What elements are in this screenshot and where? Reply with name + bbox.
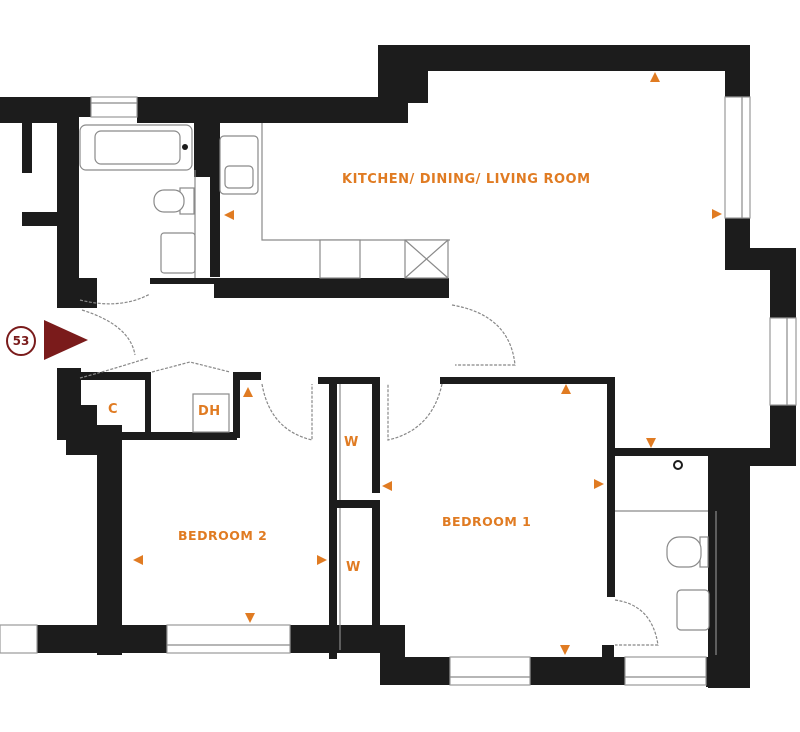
- unit-number-badge: 53: [6, 326, 36, 356]
- entrance-arrow-icon: [44, 320, 88, 360]
- walls: [0, 45, 796, 688]
- room-label-wardrobe-1: W: [344, 435, 359, 450]
- room-label-wardrobe-2: W: [346, 560, 361, 575]
- fridge: [319, 239, 361, 279]
- room-label-cupboard: C: [108, 402, 119, 417]
- room-label-bedroom-2: BEDROOM 2: [178, 528, 268, 543]
- room-label-dh: DH: [198, 404, 221, 419]
- dimension-arrows: [133, 72, 722, 655]
- fixtures: [79, 123, 717, 655]
- doors: [79, 293, 659, 646]
- room-label-kitchen: KITCHEN/ DINING/ LIVING ROOM: [342, 172, 591, 187]
- windows: [0, 96, 797, 686]
- room-label-bedroom-1: BEDROOM 1: [442, 514, 532, 529]
